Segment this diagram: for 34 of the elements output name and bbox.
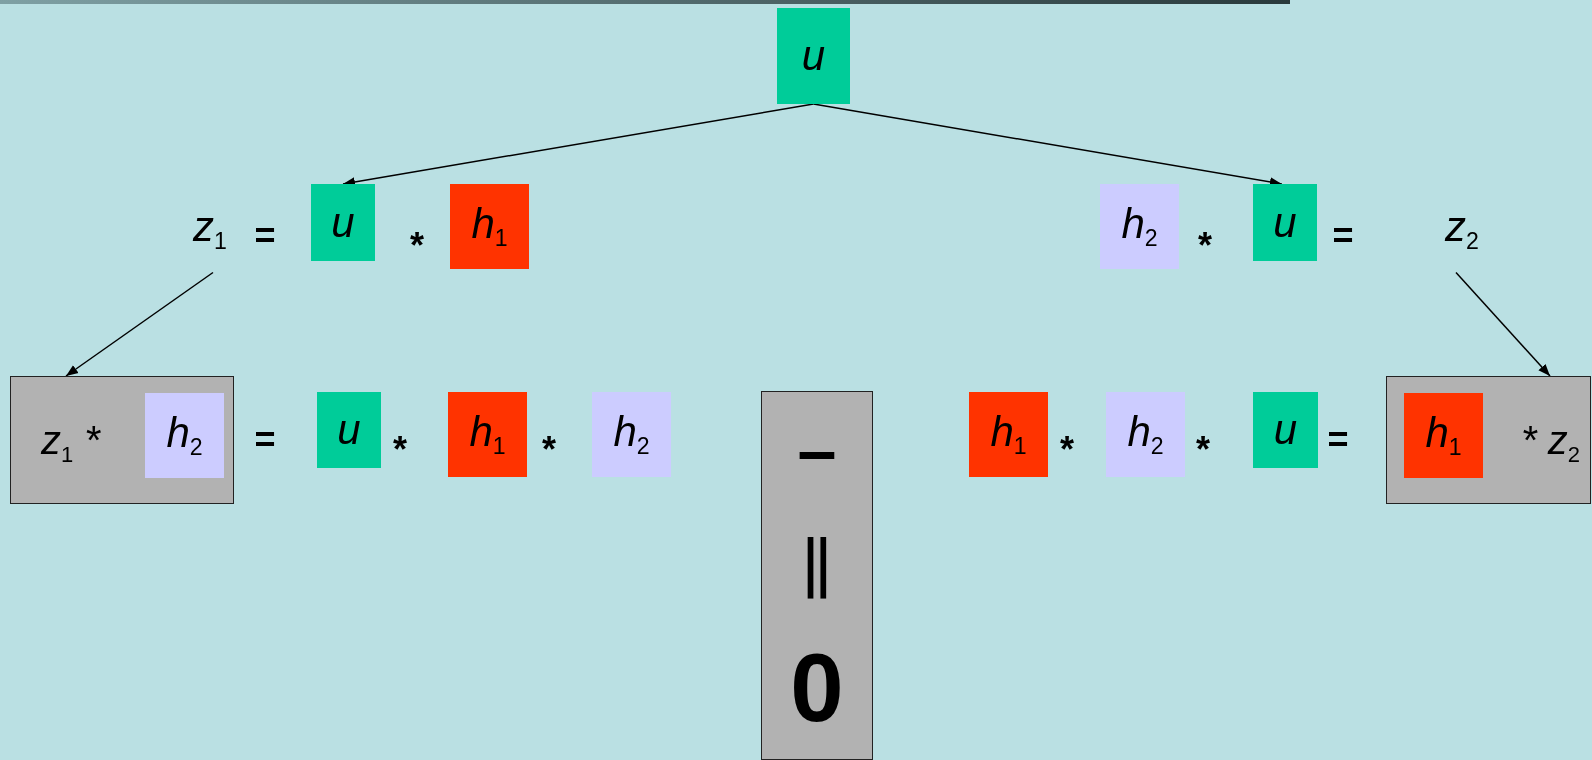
variable-label: z$_{1}$ (180, 205, 240, 255)
operator-sign: * (1195, 432, 1211, 468)
operator-sign: = (253, 218, 277, 254)
variable-box: h$_{2}$ (1100, 184, 1179, 269)
variable-box: u (317, 392, 381, 468)
variable-box: h$_{1}$ (1404, 393, 1483, 478)
arrow (1455, 271, 1551, 377)
operator-sign: = (1331, 218, 1355, 254)
operator-sign: * (392, 432, 408, 468)
product-term: * z$_{2}$ (1521, 420, 1580, 466)
arrow (342, 103, 815, 187)
result-box: – || 0 (761, 391, 873, 760)
product-box (10, 376, 234, 504)
product-box (1386, 376, 1591, 504)
variable-box: h$_{2}$ (145, 393, 224, 478)
variable-box: u (1253, 184, 1317, 261)
variable-label: z$_{2}$ (1432, 205, 1492, 255)
variable-box: u (1253, 392, 1318, 468)
arrow (65, 271, 214, 377)
operator-sign: = (253, 422, 277, 458)
product-term: z$_{1}$ * (41, 420, 100, 466)
operator-sign: * (1059, 432, 1075, 468)
variable-box: h$_{2}$ (1106, 392, 1185, 477)
operator-sign: * (541, 432, 557, 468)
variable-box: u (777, 8, 850, 104)
variable-box: h$_{1}$ (969, 392, 1048, 477)
operator-sign: * (409, 228, 425, 264)
variable-box: u (311, 184, 375, 261)
arrow (812, 103, 1283, 187)
variable-box: h$_{2}$ (592, 392, 671, 477)
variable-box: h$_{1}$ (448, 392, 527, 477)
variable-box: h$_{1}$ (450, 184, 529, 269)
operator-sign: * (1197, 228, 1213, 264)
operator-sign: = (1326, 422, 1350, 458)
